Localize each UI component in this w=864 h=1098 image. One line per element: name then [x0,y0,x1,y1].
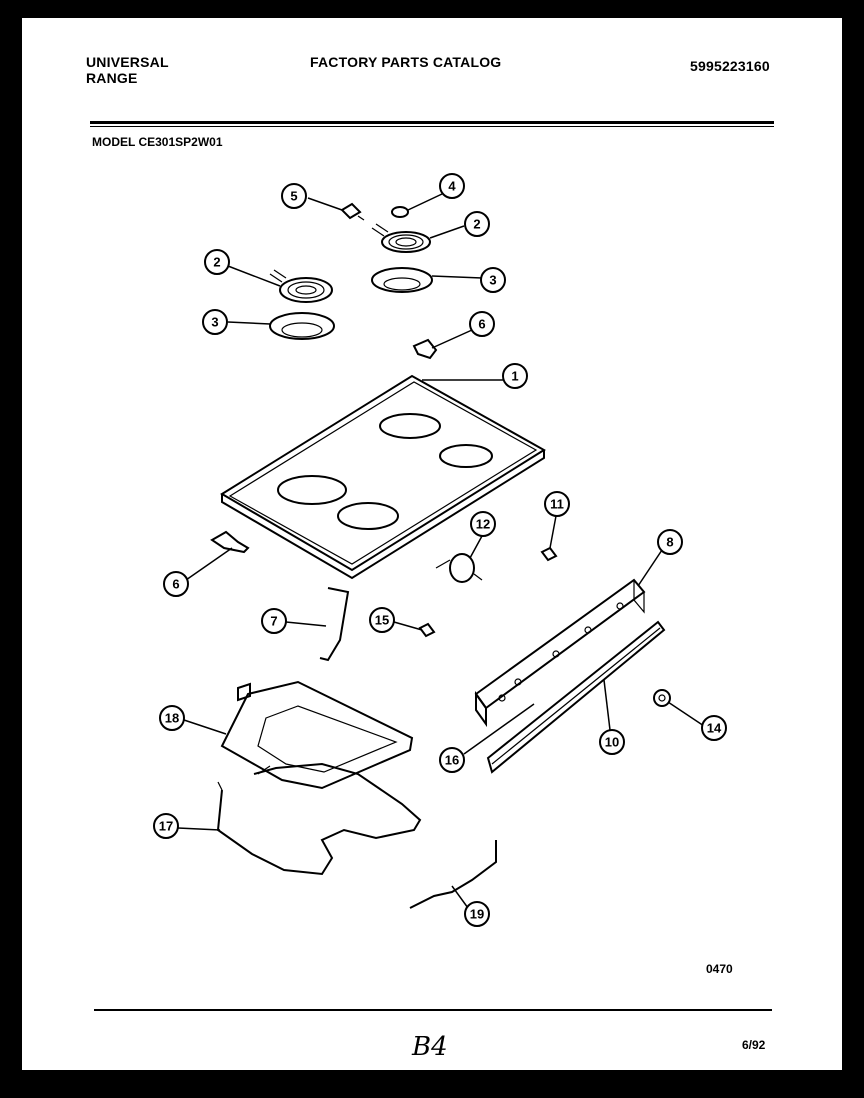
drip-pan-rear [371,267,433,293]
header-rule-thick [90,121,774,124]
callout-6-lower: 6 [163,547,233,597]
callout-14: 14 [667,701,727,741]
callout-7: 7 [261,608,327,634]
svg-text:6: 6 [172,577,179,592]
callout-10: 10 [599,679,625,755]
callout-2-left: 2 [204,249,281,287]
header-rule-thin [90,126,774,127]
callout-19: 19 [451,885,490,927]
surface-element-rear [371,223,431,253]
footer-rule [94,1009,772,1011]
svg-text:8: 8 [666,535,673,550]
catalog-page: UNIVERSAL RANGE FACTORY PARTS CATALOG 59… [22,18,842,1070]
catalog-title: FACTORY PARTS CATALOG [310,54,502,70]
svg-text:7: 7 [270,614,277,629]
knob-part [391,206,409,218]
terminal-block-15 [418,622,436,638]
svg-text:14: 14 [707,721,722,736]
svg-text:18: 18 [165,711,179,726]
callout-17: 17 [153,813,221,839]
cooktop-main-top [220,374,546,580]
drawing-code: 0470 [706,962,733,976]
indicator-light [540,546,558,562]
bracket-upper [412,338,438,360]
knob-14 [653,689,671,707]
svg-text:12: 12 [476,517,490,532]
callout-12: 12 [469,511,496,559]
svg-text:10: 10 [605,735,619,750]
callout-16: 16 [439,703,535,773]
svg-text:4: 4 [448,179,456,194]
product-type: RANGE [86,70,138,86]
svg-text:5: 5 [290,189,297,204]
brand-block: UNIVERSAL RANGE [86,54,169,86]
revision-date: 6/92 [742,1038,766,1052]
callout-18: 18 [159,705,227,735]
catalog-part-number: 5995223160 [690,58,770,74]
callout-1: 1 [422,363,528,389]
svg-text:3: 3 [489,273,496,288]
callout-11: 11 [544,491,570,549]
svg-text:15: 15 [375,613,389,628]
callout-6-upper: 6 [431,311,495,349]
surface-element-left [269,269,333,303]
wire-19 [409,840,497,909]
bracket-lower [210,530,250,554]
svg-text:6: 6 [478,317,485,332]
brand-name: UNIVERSAL [86,54,169,70]
broil-element [220,680,414,790]
bake-element [216,762,422,876]
svg-text:17: 17 [159,819,173,834]
handwritten-page-mark: B4 [412,1032,448,1062]
callout-3-rear: 3 [431,267,506,293]
svg-text:11: 11 [550,497,564,512]
drip-pan-left [269,312,335,340]
callout-2-rear: 2 [429,211,490,239]
callout-15: 15 [369,607,423,633]
model-number: MODEL CE301SP2W01 [92,135,223,149]
svg-text:2: 2 [213,255,220,270]
control-panel [474,578,646,728]
svg-text:2: 2 [473,217,480,232]
callout-5: 5 [281,183,343,211]
trim-strip [486,620,666,774]
infinite-switch [435,553,483,583]
callout-8: 8 [637,529,683,587]
svg-text:16: 16 [445,753,459,768]
callout-4: 4 [407,173,465,211]
svg-text:3: 3 [211,315,218,330]
wire-harness-7 [319,587,350,662]
svg-text:19: 19 [470,907,484,922]
callout-3-left: 3 [202,309,271,335]
svg-text:1: 1 [511,369,518,384]
receptacle-part [340,202,365,221]
exploded-parts-diagram: 5 4 2 3 2 3 6 [153,173,727,927]
